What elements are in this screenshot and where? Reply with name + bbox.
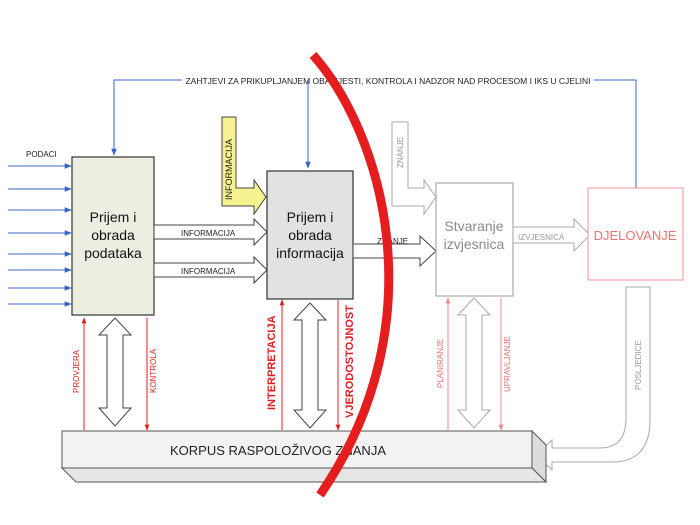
box4-label: DJELOVANJE: [594, 228, 677, 243]
provjera-label: PROVJERA: [72, 349, 81, 393]
box3-line2: izvjesnica: [444, 236, 505, 252]
izvjesnica-arrow: [512, 217, 591, 253]
informacija-vertical-label: INFORMACIJA: [224, 139, 234, 200]
znanje-arrow: [352, 234, 437, 268]
korpus-bar: [60, 429, 548, 484]
box3-line1: Stvaranje: [444, 218, 503, 234]
box-prijem-informacija: [266, 170, 354, 300]
double-arrow-3: [456, 297, 492, 429]
posljedice-arrow: [535, 286, 651, 472]
vjerodostojnost-label: VJERODOSTOJNOST: [344, 305, 356, 418]
informacija-label-1: INFORMACIJA: [181, 229, 236, 238]
top-label: ZAHTJEVI ZA PRIKUPLJANJEM OBAVIJESTI, KO…: [185, 76, 590, 86]
double-arrow-1: [97, 317, 133, 427]
znanje-input-arrow: [391, 121, 437, 216]
informacija-label-2: INFORMACIJA: [181, 267, 236, 276]
box1-line1: Prijem i: [90, 209, 137, 225]
box-stvaranje-izvjesnica: [435, 182, 514, 297]
informacija-arrow-1: [153, 217, 268, 247]
planiranje-label: PLANIRANJE: [436, 339, 445, 388]
podaci-label: PODACI: [26, 150, 57, 159]
znanje-vertical-label: ZNANJE: [396, 137, 405, 168]
box2-line3: informacija: [276, 245, 344, 261]
interpretacija-label: INTERPRETACIJA: [266, 315, 278, 410]
box1-line3: podataka: [84, 245, 142, 261]
box-prijem-podataka: [71, 156, 155, 316]
znanje-arrow-label: ZNANJE: [377, 237, 408, 246]
kontrola-label: KONTROLA: [149, 348, 158, 393]
posljedice-label: POSLJEDICE: [634, 340, 643, 390]
informacija-arrow-2: [153, 255, 268, 285]
informacija-input-arrow: [221, 116, 267, 216]
podaci-arrows: [8, 163, 72, 307]
red-arc-divider: [309, 52, 394, 498]
korpus-label: KORPUS RASPOLOŽIVOG ZNANJA: [170, 443, 386, 458]
box2-line1: Prijem i: [287, 209, 334, 225]
box2-line2: obrada: [288, 227, 332, 243]
box-djelovanje: [587, 187, 684, 281]
top-feedback-line: [111, 79, 637, 188]
double-arrow-2: [292, 302, 328, 429]
korpus-link-arrows: [97, 302, 328, 429]
upravljanje-label: UPRAVLJANJE: [503, 336, 512, 392]
izvjesnica-label: IZVJESNICA: [518, 233, 565, 242]
box1-line2: obrada: [91, 227, 135, 243]
